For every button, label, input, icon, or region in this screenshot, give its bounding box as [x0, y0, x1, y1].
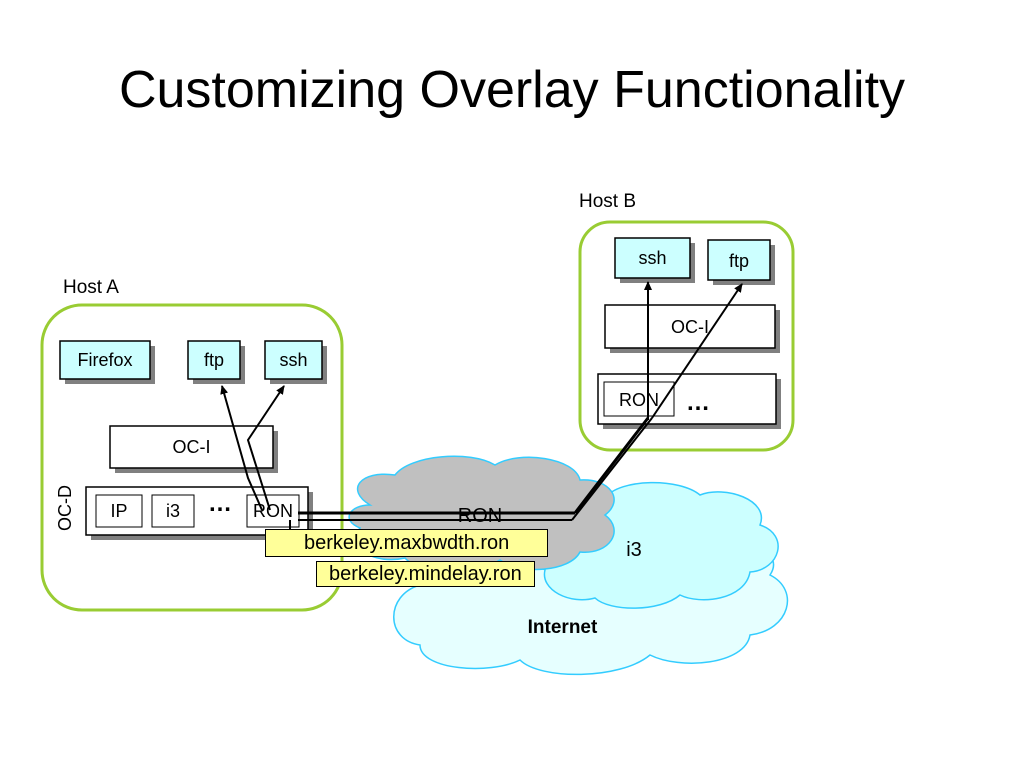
connection-lines [220, 281, 743, 555]
internet-cloud-label: Internet [527, 617, 598, 638]
host-b-ftp-box [707, 239, 775, 285]
slide-title: Customizing Overlay Functionality [118, 61, 906, 119]
host-a-ssh-box [264, 340, 327, 384]
host-a-container [40, 303, 344, 612]
host-b-ellipsis: … [686, 389, 710, 416]
host-a-oc-i-box [109, 425, 278, 473]
host-b-oc-i-label: OC-I [671, 317, 709, 337]
ron-cloud-label: RON [457, 505, 503, 527]
overlay-ip-label: IP [110, 501, 128, 521]
app-firefox-label: Firefox [77, 350, 133, 370]
host-a-ftp-box [187, 340, 245, 384]
host-b-ftp-label: ftp [728, 251, 749, 271]
overlay-i3-label: i3 [165, 501, 180, 521]
host-b-ssh-box [614, 237, 695, 283]
i3-cloud-label: i3 [626, 539, 642, 561]
tag-mindelay: berkeley.mindelay.ron [316, 561, 535, 587]
host-a-firefox-box [59, 340, 155, 384]
host-b-ron-label: RON [619, 390, 659, 410]
host-a-label: Host A [63, 277, 119, 298]
host-a-oc-i-label: OC-I [172, 437, 211, 457]
app-ftp-label: ftp [203, 350, 224, 370]
host-b-container [578, 220, 795, 452]
oc-d-label: OC-D [55, 485, 75, 531]
host-b-oc-d-box [597, 373, 781, 429]
host-b-oc-i-box [604, 304, 780, 353]
tag-maxbwdth: berkeley.maxbwdth.ron [265, 529, 549, 557]
host-b-ssh-label: ssh [638, 248, 667, 268]
overlay-ellipsis: … [208, 490, 232, 517]
overlay-ron-label: RON [253, 501, 293, 521]
app-ssh-label: ssh [279, 350, 308, 370]
host-b-label: Host B [579, 191, 637, 212]
